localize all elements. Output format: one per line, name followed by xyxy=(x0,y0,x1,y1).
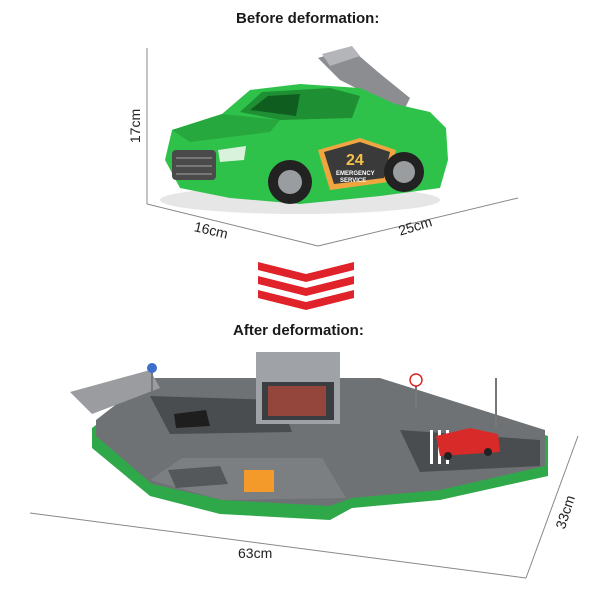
dimension-lines-after xyxy=(29,435,579,579)
dimension-lines-before xyxy=(146,48,519,247)
car-badge-line1: EMERGENCY xyxy=(336,171,375,177)
car-image: 24 EMERGENCY SERVICE xyxy=(160,46,448,214)
playset-image xyxy=(70,352,548,520)
car-badge-number: 24 xyxy=(346,152,364,169)
car-badge-line2: SERVICE xyxy=(340,178,366,184)
after-heading: After deformation: xyxy=(233,322,364,339)
height-dimension-label: 17cm xyxy=(127,108,144,144)
red-arrow-icon xyxy=(258,262,354,310)
playset-length-dimension-label: 63cm xyxy=(238,545,273,561)
before-heading: Before deformation: xyxy=(236,10,380,27)
